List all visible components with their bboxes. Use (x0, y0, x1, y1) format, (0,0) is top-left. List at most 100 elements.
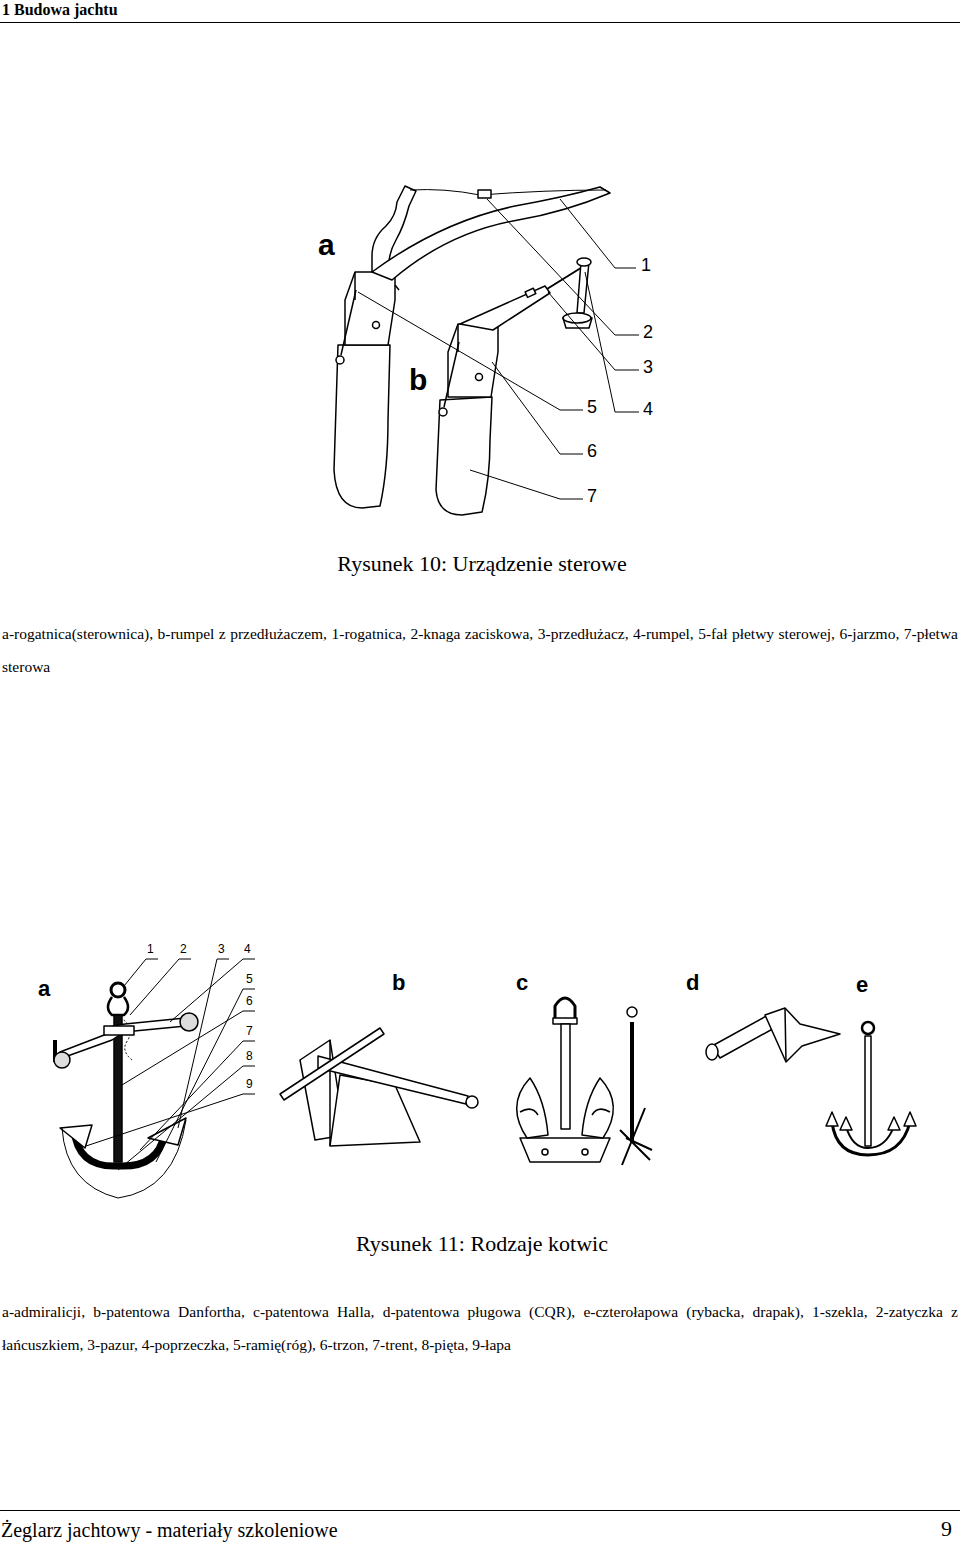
tiller-with-extension (460, 258, 592, 330)
leader-lines-part (156, 989, 255, 1162)
leader-lines-part (358, 292, 583, 410)
admiralty-anchor-part (62, 1120, 186, 1198)
callout-number: 7 (587, 486, 597, 508)
figure-letter: e (856, 972, 868, 998)
callout-number: 5 (587, 397, 597, 419)
legend-text: a-admiralicji, b-patentowa Danfortha, c-… (2, 1295, 958, 1361)
page-rule (0, 23, 960, 1511)
callout-number: 6 (246, 994, 253, 1008)
callout-number: 5 (246, 972, 253, 986)
grapnel-anchor-part (904, 1112, 916, 1126)
figure-caption: Rysunek 11: Rodzaje kotwic (2, 1231, 960, 1257)
cqr-anchor-part (765, 1008, 840, 1062)
hall-anchor (517, 998, 652, 1165)
hall-anchor-part (627, 1007, 637, 1017)
rudder-a (334, 272, 399, 508)
leader-lines-part (560, 199, 636, 268)
hall-anchor-part (630, 1022, 634, 1142)
tiller-with-extension-part (577, 258, 591, 266)
callout-number: 3 (218, 942, 225, 956)
hall-anchor-part (582, 1078, 613, 1138)
page-header: 1 Budowa jachtu (2, 0, 118, 19)
leader-lines-part (86, 1094, 255, 1146)
callout-number: 3 (643, 357, 653, 379)
callout-number: 2 (643, 322, 653, 344)
callout-number: 6 (587, 441, 597, 463)
figure-letter: a (38, 976, 50, 1002)
admiralty-anchor-part (54, 1052, 70, 1068)
hall-anchor-part (582, 1149, 588, 1155)
grapnel-anchor (826, 1022, 916, 1155)
tiller-with-extension-part (525, 288, 536, 297)
admiralty-anchor-part (60, 1018, 186, 1058)
leader-lines-part (548, 292, 639, 370)
leader-lines (358, 199, 639, 499)
hall-anchor-part (592, 1109, 610, 1115)
admiralty-anchor-part (108, 997, 128, 1015)
rudder-a-part (395, 285, 399, 290)
tiller-fork-rogatnica-part (410, 190, 606, 195)
tiller-fork-rogatnica-part (478, 190, 491, 198)
rudder-b-part (439, 324, 498, 416)
figure-letter: a (318, 227, 335, 263)
danforth-anchor (280, 1028, 478, 1146)
page-rule-part (0, 1510, 960, 1511)
leader-lines-part (470, 470, 583, 499)
admiralty-anchor (54, 983, 198, 1198)
tiller-fork-rogatnica-part (372, 187, 610, 280)
danforth-anchor-part (329, 1040, 331, 1146)
cqr-anchor-part (785, 1008, 786, 1062)
hall-anchor-part (620, 1108, 652, 1165)
footer-text: Żeglarz jachtowy - materiały szkoleniowe (1, 1518, 338, 1542)
rudder-b-part (436, 397, 492, 515)
page-rule-part (0, 22, 960, 23)
callout-number: 8 (246, 1049, 253, 1063)
grapnel-anchor-part (846, 1126, 894, 1148)
rudder-b-part-part (444, 342, 459, 407)
hall-anchor-part (553, 1018, 577, 1024)
grapnel-anchor-part (840, 1117, 852, 1130)
figure-caption: Rysunek 10: Urządzenie sterowe (2, 551, 960, 577)
hall-anchor-part (520, 1138, 610, 1162)
cqr-anchor (706, 1008, 840, 1062)
legend-text: a-rogatnica(sterownica), b-rumpel z prze… (2, 617, 958, 683)
callout-number: 1 (641, 255, 651, 277)
rudder-b-part-part (439, 408, 447, 416)
callout-number: 9 (246, 1077, 253, 1091)
danforth-anchor-part (280, 1028, 384, 1100)
rudder-b-part-part (476, 374, 483, 381)
grapnel-anchor-part (865, 1036, 871, 1146)
leader-lines-part (487, 199, 639, 335)
leader-lines-part (130, 959, 191, 1015)
figure-letter: d (686, 970, 699, 996)
callout-number: 4 (244, 942, 251, 956)
callout-number: 4 (643, 399, 653, 421)
rudder-a-part (341, 290, 356, 355)
grapnel-anchor-part (826, 1112, 838, 1126)
page-number: 9 (941, 1516, 952, 1542)
admiralty-anchor-part (180, 1013, 198, 1031)
leader-lines-part (492, 362, 583, 454)
hall-anchor-part (520, 1109, 538, 1115)
admiralty-anchor-part (111, 983, 125, 997)
hall-anchor-part (517, 1078, 548, 1138)
rudder-a-part (336, 356, 344, 364)
figure-letter: b (409, 362, 427, 398)
tiller-with-extension-part (460, 286, 550, 330)
hall-anchor-part (542, 1149, 548, 1155)
callout-number: 2 (180, 942, 187, 956)
figure-letter: b (392, 970, 405, 996)
grapnel-anchor-part (862, 1022, 874, 1034)
callout-number: 7 (246, 1024, 253, 1038)
rudder-a-part (334, 345, 390, 508)
rudder-b (436, 324, 498, 515)
callout-number: 1 (147, 942, 154, 956)
grapnel-anchor-part (888, 1117, 900, 1130)
leader-lines (86, 959, 255, 1170)
admiralty-anchor-part (104, 1026, 134, 1035)
tiller-fork-rogatnica (372, 186, 610, 280)
figure-letter: c (516, 970, 528, 996)
leader-lines-part (124, 959, 158, 986)
hall-anchor-part (561, 1024, 570, 1129)
rudder-a-part (373, 322, 380, 329)
